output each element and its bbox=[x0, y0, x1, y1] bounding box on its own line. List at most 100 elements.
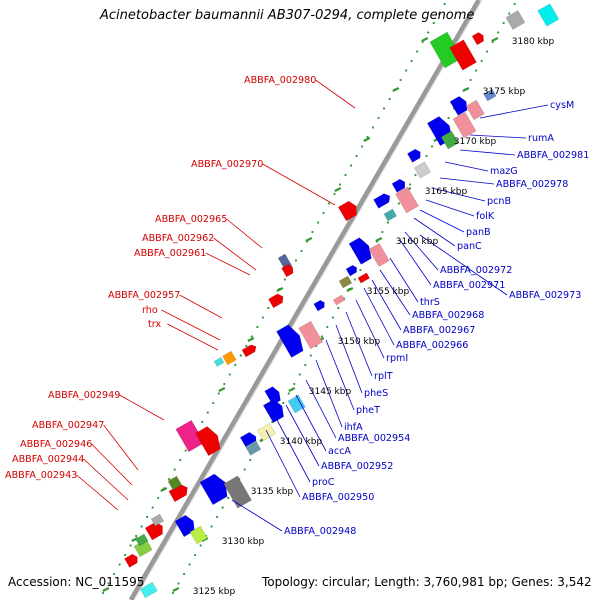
ruler-dot bbox=[414, 173, 417, 177]
reverse-leader-line bbox=[479, 104, 549, 119]
reverse-gene-label: ihfA bbox=[344, 422, 363, 433]
genome-backbone bbox=[128, 0, 483, 600]
ruler-tick bbox=[276, 287, 284, 292]
ruler-dot bbox=[212, 401, 215, 405]
forward-leader-line bbox=[262, 163, 336, 206]
forward-leader-line bbox=[103, 424, 139, 471]
gene-feature bbox=[537, 3, 560, 27]
reverse-leader-line bbox=[431, 187, 486, 202]
tick-label: 3135 kbp bbox=[251, 487, 294, 497]
gene-block bbox=[245, 440, 262, 456]
gene-arrow bbox=[406, 148, 421, 163]
reverse-gene-label: pcnB bbox=[487, 196, 511, 207]
gene-feature bbox=[357, 272, 370, 284]
gene-arrow bbox=[264, 386, 281, 406]
ruler-tick bbox=[247, 337, 255, 342]
reverse-leader-line bbox=[371, 279, 402, 331]
gene-feature bbox=[337, 200, 357, 222]
gene-block bbox=[135, 533, 149, 547]
gene-arrow bbox=[313, 299, 325, 312]
gene-feature bbox=[406, 148, 421, 163]
reverse-leader-line bbox=[325, 339, 355, 411]
gene-feature bbox=[413, 161, 432, 179]
ruler-dot bbox=[221, 506, 224, 509]
ruler-dot bbox=[399, 78, 402, 82]
reverse-gene-label: ABBFA_002952 bbox=[321, 461, 393, 472]
gene-feature bbox=[383, 208, 398, 222]
forward-leader-line bbox=[315, 79, 356, 109]
ruler-dot bbox=[179, 458, 182, 462]
reverse-leader-line bbox=[355, 299, 385, 359]
ruler-dot bbox=[326, 325, 329, 329]
ruler-dot bbox=[475, 69, 478, 72]
ruler-dot bbox=[293, 382, 296, 386]
ruler-dot bbox=[447, 116, 450, 120]
gene-feature bbox=[449, 95, 468, 116]
reverse-gene-label: panB bbox=[466, 227, 491, 238]
ruler-dot bbox=[366, 135, 369, 139]
backbone-highlight bbox=[133, 0, 483, 600]
gene-arrow bbox=[174, 514, 195, 538]
ruler-dot bbox=[298, 373, 301, 376]
forward-leader-line bbox=[167, 323, 219, 351]
forward-gene-label: ABBFA_002965 bbox=[155, 214, 227, 225]
ruler-dot bbox=[227, 496, 230, 500]
forward-gene-label: ABBFA_002949 bbox=[48, 390, 120, 401]
forward-leader-line bbox=[161, 309, 221, 341]
reverse-leader-line bbox=[419, 234, 508, 296]
ruler-dot bbox=[333, 192, 336, 196]
forward-leader-line bbox=[76, 474, 119, 511]
forward-gene-label: rho bbox=[142, 305, 158, 316]
ruler-dot bbox=[245, 344, 248, 348]
forward-gene-label: ABBFA_002947 bbox=[32, 420, 104, 431]
label-leaders bbox=[76, 79, 549, 532]
tick-label: 3170 kbp bbox=[454, 137, 497, 147]
ruler-dot bbox=[118, 563, 121, 566]
forward-gene-label: ABBFA_002957 bbox=[108, 290, 180, 301]
gene-feature bbox=[245, 440, 262, 456]
ruler-dot bbox=[300, 249, 303, 253]
ruler-dot bbox=[320, 335, 323, 338]
reverse-leader-line bbox=[425, 199, 475, 217]
reverse-leader-line bbox=[444, 161, 489, 172]
gene-block bbox=[287, 394, 306, 414]
gene-arrow bbox=[195, 426, 221, 457]
forward-leader-line bbox=[91, 443, 133, 486]
reverse-leader-line bbox=[389, 257, 419, 303]
accession-text: Accession: NC_011595 bbox=[8, 575, 145, 589]
reverse-gene-label: cysM bbox=[550, 100, 574, 111]
gene-feature bbox=[298, 320, 324, 350]
gene-block bbox=[167, 475, 183, 491]
reverse-gene-label: ABBFA_002968 bbox=[412, 310, 484, 321]
ruler-tick bbox=[172, 587, 180, 592]
reverse-gene-label: rumA bbox=[528, 133, 554, 144]
reverse-gene-label: ABBFA_002966 bbox=[396, 340, 468, 351]
ruler-dot bbox=[513, 2, 516, 6]
ruler-dot bbox=[430, 145, 434, 148]
reverse-leader-line bbox=[231, 499, 283, 532]
gene-feature bbox=[175, 419, 205, 453]
gene-feature bbox=[313, 299, 325, 312]
ruler-dot bbox=[261, 316, 264, 319]
gene-feature bbox=[345, 264, 358, 277]
forward-leader-line bbox=[119, 394, 165, 421]
gene-block bbox=[452, 111, 477, 139]
gene-feature bbox=[338, 275, 353, 289]
gene-arrow bbox=[345, 264, 358, 277]
reverse-gene-label: accA bbox=[328, 446, 351, 457]
reverse-gene-label: rpmI bbox=[386, 353, 408, 364]
tick-label: 3125 kbp bbox=[193, 587, 236, 597]
forward-leader-line bbox=[226, 218, 263, 249]
ruler-dot bbox=[194, 553, 197, 557]
ruler-tick bbox=[218, 387, 226, 392]
gene-block bbox=[440, 130, 459, 150]
ruler-dot bbox=[201, 420, 204, 424]
ruler-tick bbox=[421, 37, 429, 42]
gene-feature bbox=[440, 130, 459, 150]
ruler-dot bbox=[101, 591, 105, 595]
ruler-dot bbox=[112, 572, 116, 576]
ruler-dot bbox=[425, 154, 428, 158]
gene-feature bbox=[276, 324, 304, 358]
reverse-gene-label: ABBFA_002954 bbox=[338, 433, 410, 444]
